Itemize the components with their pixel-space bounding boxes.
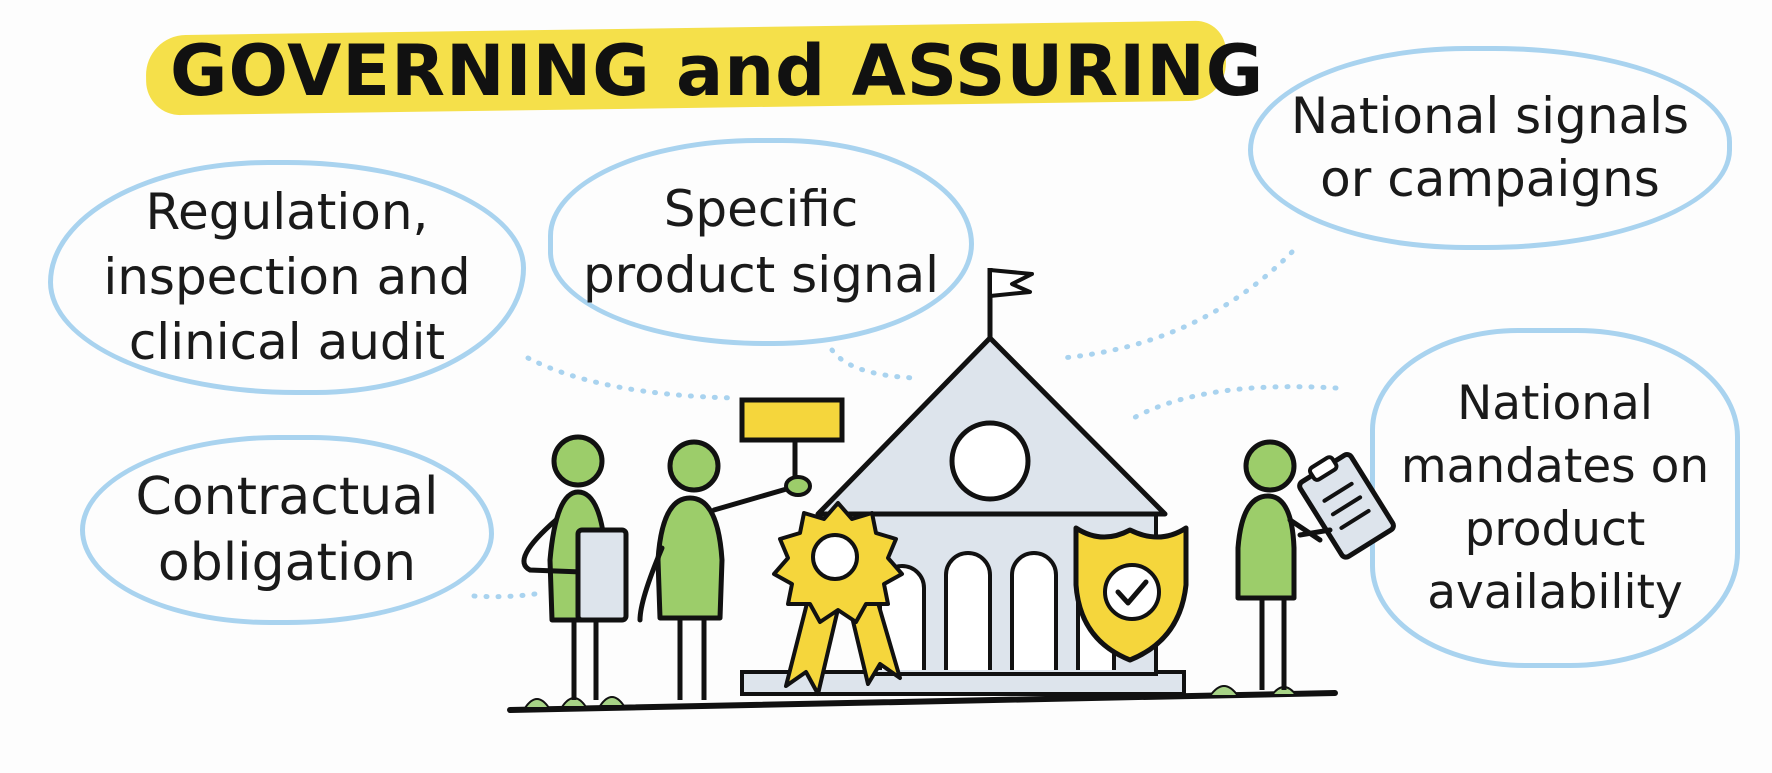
bubble-regulation-label: Regulation, inspection and clinical audi… [103,183,471,371]
shield-check-icon [1073,525,1189,663]
bubble-contractual-obligation: Contractual obligation [80,435,494,625]
award-rosette-icon [772,501,904,696]
dotted-connectors [471,249,1339,600]
connector-regulation [525,355,738,401]
person-with-clipboard [1235,439,1323,690]
bubble-national-signals: National signals or campaigns [1248,46,1732,250]
connector-contractual [471,591,538,600]
page-title: GOVERNING and ASSURING [170,30,1265,112]
sign-icon [739,397,845,443]
connector-national-signals [1059,249,1295,361]
ground [507,685,1338,713]
bubble-specific-product-signal: Specific product signal [548,138,974,346]
connector-mandates [1127,384,1339,423]
flag-icon [987,268,1034,338]
bubble-contractual-label: Contractual obligation [135,467,439,593]
person-with-document [521,434,629,700]
connector-specific [829,347,918,381]
bubble-national-mandates: National mandates on product availabilit… [1370,328,1740,668]
bubble-regulation: Regulation, inspection and clinical audi… [48,160,526,395]
bubble-national-signals-label: National signals or campaigns [1290,87,1690,208]
clipboard-icon [1297,452,1396,560]
bubble-specific-label: Specific product signal [582,180,940,304]
bubble-mandates-label: National mandates on product availabilit… [1400,376,1710,620]
person-holding-sign [637,439,812,700]
